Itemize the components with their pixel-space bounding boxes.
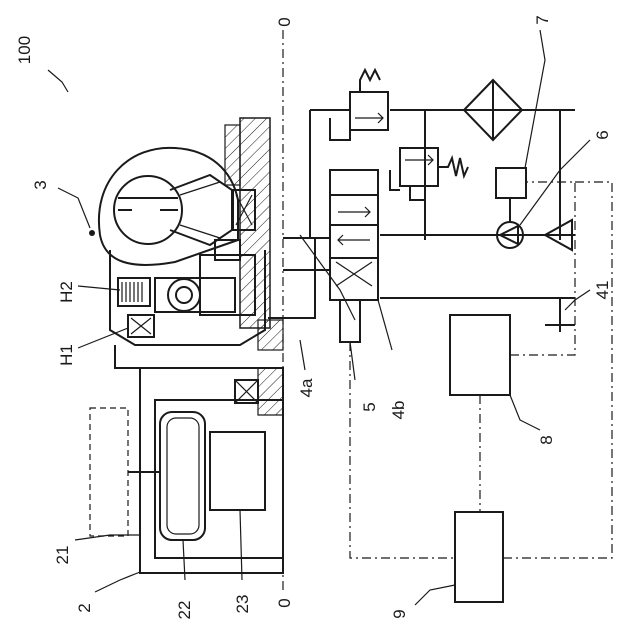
label-6: 6 <box>593 130 612 139</box>
label-7: 7 <box>533 15 552 24</box>
relief-valve <box>350 92 388 130</box>
label-41: 41 <box>593 281 612 300</box>
controller-8 <box>450 315 510 395</box>
solenoid <box>340 300 360 342</box>
label-h1: H1 <box>57 344 76 366</box>
label-3: 3 <box>31 180 50 189</box>
label-2: 2 <box>75 603 94 612</box>
label-4b: 4b <box>389 401 408 420</box>
dashed-unit <box>90 408 128 536</box>
torque-converter <box>99 118 283 368</box>
spool-valve <box>330 170 378 300</box>
label-22: 22 <box>175 601 194 620</box>
label-0-top: 0 <box>275 17 294 26</box>
label-5: 5 <box>360 402 379 411</box>
label-21: 21 <box>53 546 72 565</box>
label-23: 23 <box>233 595 252 614</box>
label-9: 9 <box>390 609 409 618</box>
label-h2: H2 <box>57 281 76 303</box>
hydraulic-circuit <box>268 70 612 602</box>
regulator-valve <box>400 148 438 186</box>
label-4a: 4a <box>297 378 316 397</box>
motor-7 <box>496 168 526 198</box>
label-100: 100 <box>15 36 34 64</box>
leader-lines <box>48 30 590 605</box>
label-0-bottom: 0 <box>275 598 294 607</box>
gear-23 <box>210 432 265 510</box>
engine-block <box>90 368 283 573</box>
ecu-9 <box>455 512 503 602</box>
label-8: 8 <box>537 435 556 444</box>
